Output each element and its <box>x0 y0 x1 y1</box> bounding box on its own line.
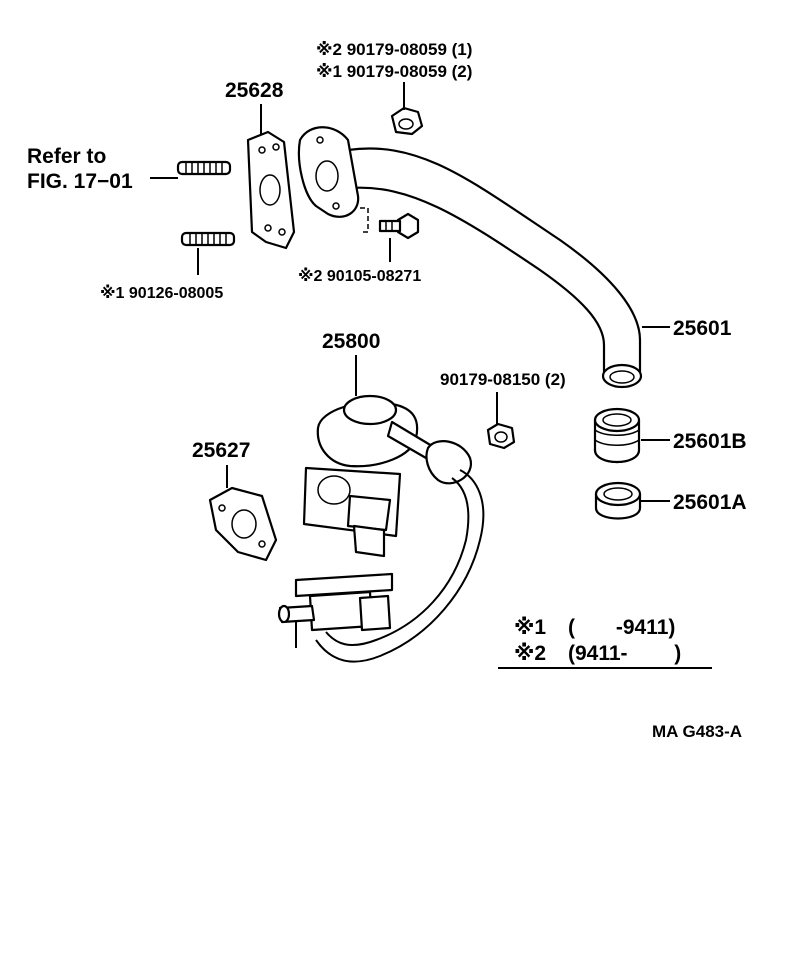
legend-row2-range: (9411- ) <box>568 642 681 665</box>
label-25601A: 25601A <box>673 491 747 514</box>
label-25601B: 25601B <box>673 430 747 453</box>
top-note-line2: ※1 90179-08059 (2) <box>316 62 472 81</box>
label-nut-08150: 90179-08150 (2) <box>440 370 566 389</box>
label-25601: 25601 <box>673 317 732 340</box>
nut-90179-08150 <box>486 422 516 450</box>
egr-pipe-25601 <box>297 126 643 389</box>
egr-valve-25800 <box>277 394 485 663</box>
label-25627: 25627 <box>192 439 250 462</box>
ring-25601A <box>594 481 642 520</box>
diagram-code: MA G483-A <box>652 722 742 741</box>
label-25628: 25628 <box>225 79 284 102</box>
stud-bolt-upper <box>176 160 232 176</box>
legend-row1-range: ( -9411) <box>568 616 675 639</box>
label-25800: 25800 <box>322 330 380 353</box>
refer-line2: FIG. 17−01 <box>27 170 133 193</box>
legend-row1-mark: ※1 <box>514 616 546 639</box>
seal-25601B <box>593 407 641 464</box>
gasket-25628 <box>246 130 296 250</box>
bolt-90105 <box>360 207 420 240</box>
label-bolt2: ※2 90105-08271 <box>298 267 421 285</box>
legend-row2-mark: ※2 <box>514 642 546 665</box>
top-note-line1: ※2 90179-08059 (1) <box>316 40 472 59</box>
gasket-25627 <box>208 486 278 562</box>
stud-bolt-lower <box>180 231 236 247</box>
label-bolt1: ※1 90126-08005 <box>100 284 223 302</box>
nut-top <box>390 106 424 136</box>
refer-line1: Refer to <box>27 145 106 168</box>
